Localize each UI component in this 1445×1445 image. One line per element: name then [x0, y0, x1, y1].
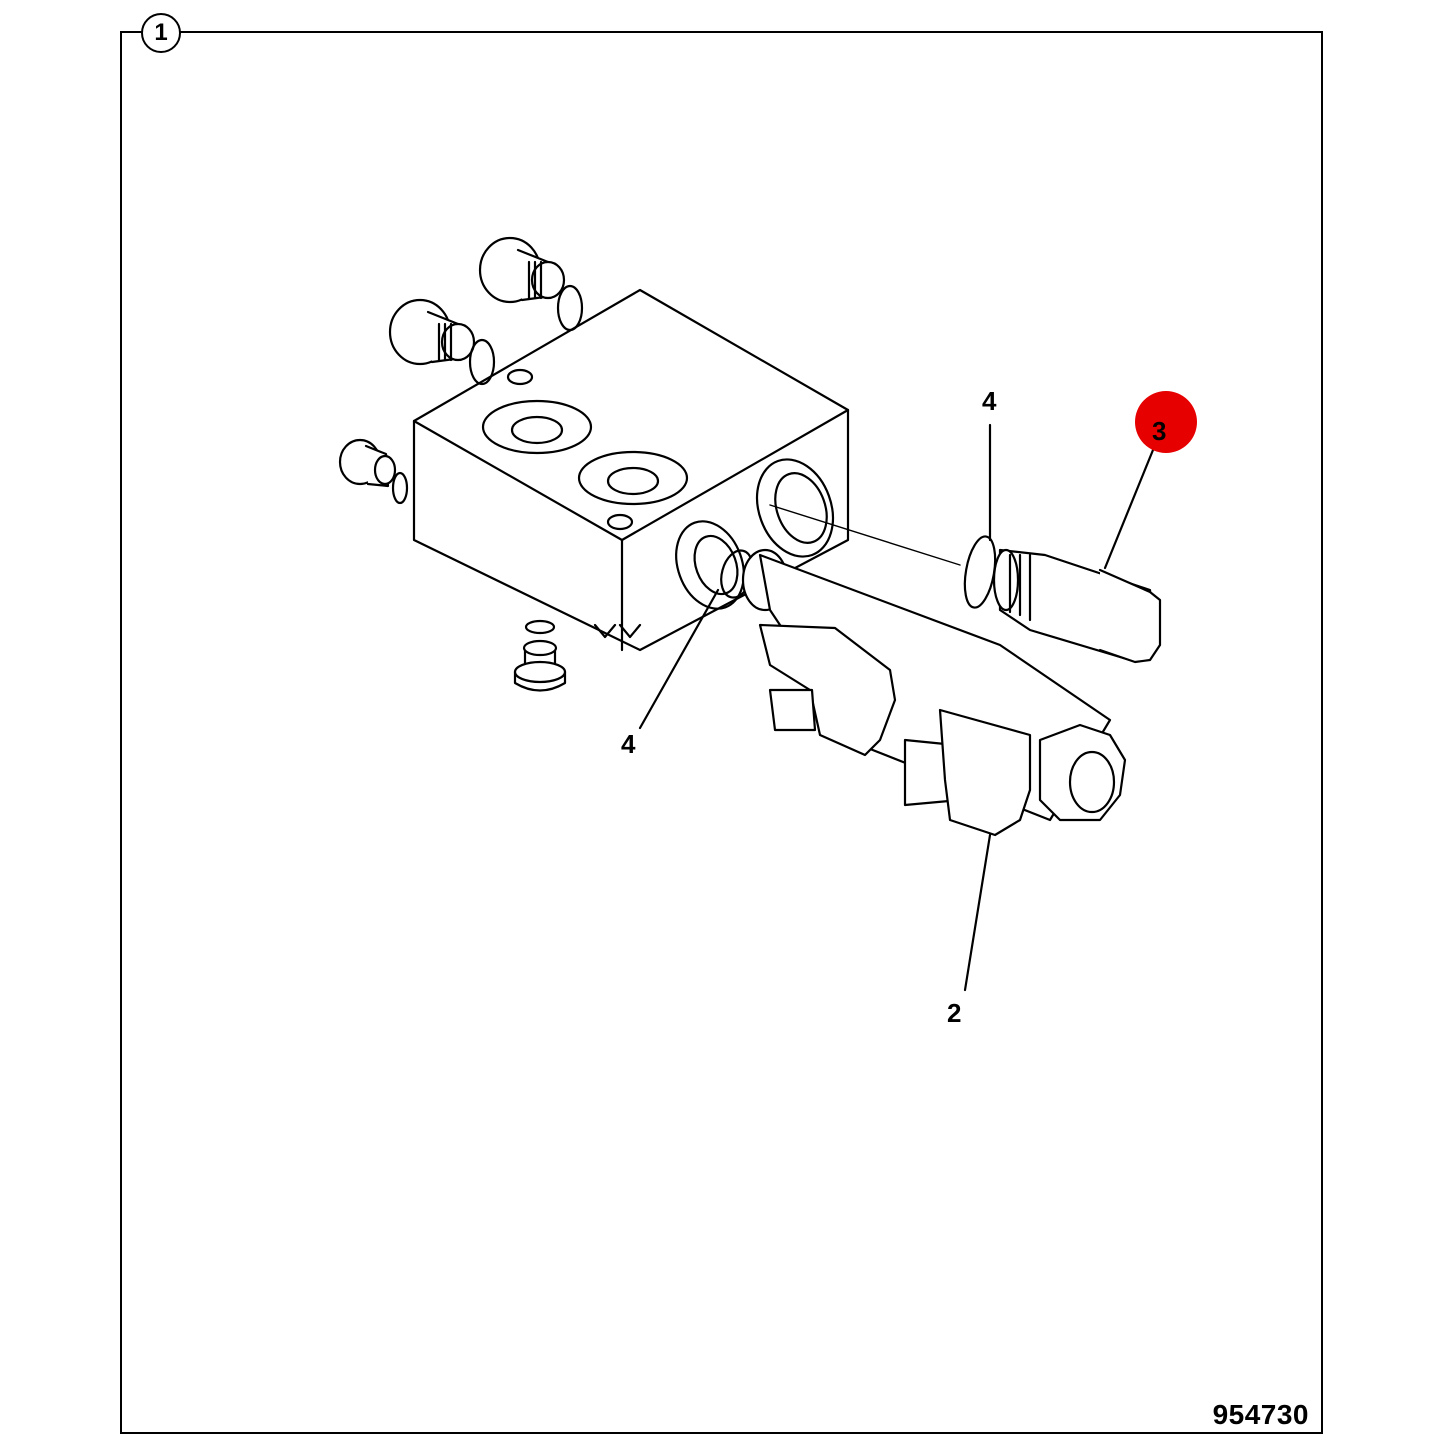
sheet-number-badge: 1: [141, 13, 181, 53]
relief-cartridge: [992, 548, 1162, 664]
callout-2: 2: [947, 998, 961, 1028]
callout-3-highlighted: 3: [1135, 391, 1197, 453]
callout-4-bottom: 4: [621, 729, 636, 759]
svg-text:4: 4: [621, 729, 636, 759]
plug-bottom: [513, 619, 567, 692]
solenoid-valve: [741, 548, 1127, 837]
plug-side: [338, 438, 409, 505]
callout-4-top: 4: [982, 386, 997, 416]
drawing-frame: [120, 31, 1323, 1434]
plug-top-1: [478, 236, 584, 332]
plug-top-2: [388, 298, 496, 386]
svg-text:2: 2: [947, 998, 961, 1028]
drawing-id-number: 954730: [1212, 1399, 1309, 1430]
callout-highlight-dot: [1135, 391, 1197, 453]
svg-text:4: 4: [982, 386, 997, 416]
manifold-block: [412, 288, 850, 652]
svg-text:3: 3: [1152, 416, 1166, 446]
sheet-number: 1: [154, 19, 168, 46]
